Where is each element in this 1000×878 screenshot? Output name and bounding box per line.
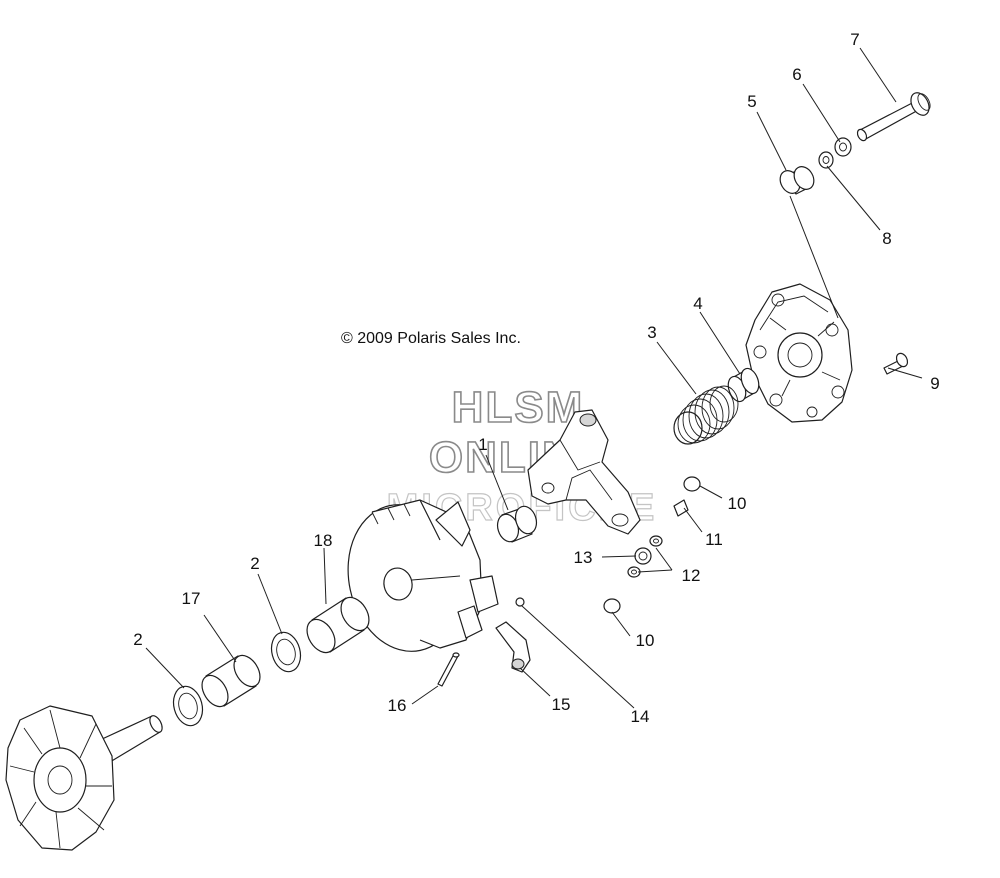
part-8-washer [818, 151, 834, 169]
part-7-bolt [856, 92, 931, 142]
part-10-roller-lower [603, 598, 621, 614]
fixed-sheave [5, 705, 163, 851]
callout-10-upper: 10 [728, 494, 747, 513]
watermark-line1: HLSM [452, 383, 585, 432]
part-11-pin [673, 499, 689, 517]
callout-11: 11 [705, 530, 723, 549]
callout-4: 4 [693, 294, 702, 313]
callout-14: 14 [631, 707, 650, 726]
part-9-bolt [883, 352, 909, 375]
callout-5: 5 [747, 92, 756, 111]
leader-lines [145, 47, 923, 709]
part-10-roller-upper [683, 476, 701, 492]
callout-7: 7 [850, 30, 859, 49]
callout-6: 6 [792, 65, 801, 84]
spider-assembly [527, 409, 641, 535]
part-9-cover-plate [745, 283, 853, 423]
part-3-spring [673, 385, 739, 445]
part-2-washer-upper [270, 631, 302, 673]
part-16-pin [437, 652, 460, 687]
part-18-sleeve [306, 596, 370, 654]
copyright-text: © 2009 Polaris Sales Inc. [341, 330, 521, 347]
callout-8: 8 [882, 229, 891, 248]
part-15-cam-weight [495, 621, 531, 673]
callout-2-lower: 2 [133, 630, 142, 649]
callout-15: 15 [552, 695, 571, 714]
callout-1: 1 [478, 435, 487, 454]
part-2-washer-lower [172, 685, 204, 727]
callout-2-upper: 2 [250, 554, 259, 573]
part-4-bushing [727, 367, 760, 403]
callout-16: 16 [388, 696, 407, 715]
part-13-roller [634, 547, 652, 565]
callout-12: 12 [682, 566, 701, 585]
part-14-nut [515, 597, 525, 607]
callout-10-lower: 10 [636, 631, 655, 650]
callouts: 7 6 5 8 9 4 3 1 10 11 12 13 10 14 15 16 … [133, 30, 939, 726]
callout-3: 3 [647, 323, 656, 342]
callout-13: 13 [574, 548, 593, 567]
moveable-sheave [347, 499, 499, 652]
callout-17: 17 [182, 589, 201, 608]
part-5-sleeve [779, 166, 815, 195]
part-1-bushing [496, 505, 538, 543]
callout-9: 9 [930, 374, 939, 393]
part-6-washer [834, 137, 852, 157]
part-17-sleeve [201, 654, 261, 708]
callout-18: 18 [314, 531, 333, 550]
